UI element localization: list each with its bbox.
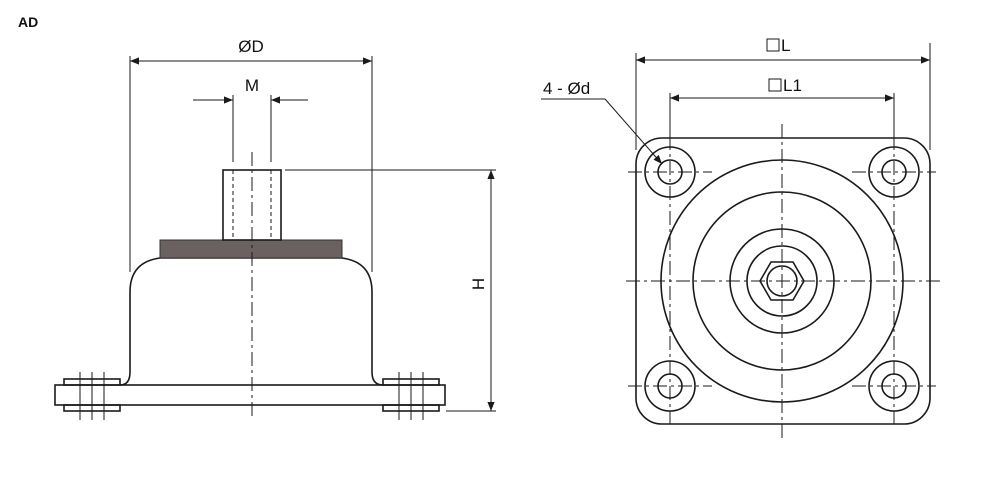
thread-label: M xyxy=(245,76,259,95)
holes-label: 4 - Ød xyxy=(543,79,590,98)
top-view: L L1 4 - Ød xyxy=(541,36,944,440)
diameter-label: ØD xyxy=(238,37,264,56)
hole-square-label: L1 xyxy=(783,76,802,95)
drawing-title: AD xyxy=(18,14,38,30)
holes-leader-line xyxy=(604,98,663,165)
side-view: ØD M H xyxy=(54,37,496,420)
square-symbol-icon xyxy=(768,78,782,92)
top-pad xyxy=(159,239,343,259)
outer-square-label: L xyxy=(781,36,790,55)
height-label: H xyxy=(469,278,488,290)
square-symbol-icon xyxy=(766,38,780,52)
base-plate xyxy=(54,384,446,406)
